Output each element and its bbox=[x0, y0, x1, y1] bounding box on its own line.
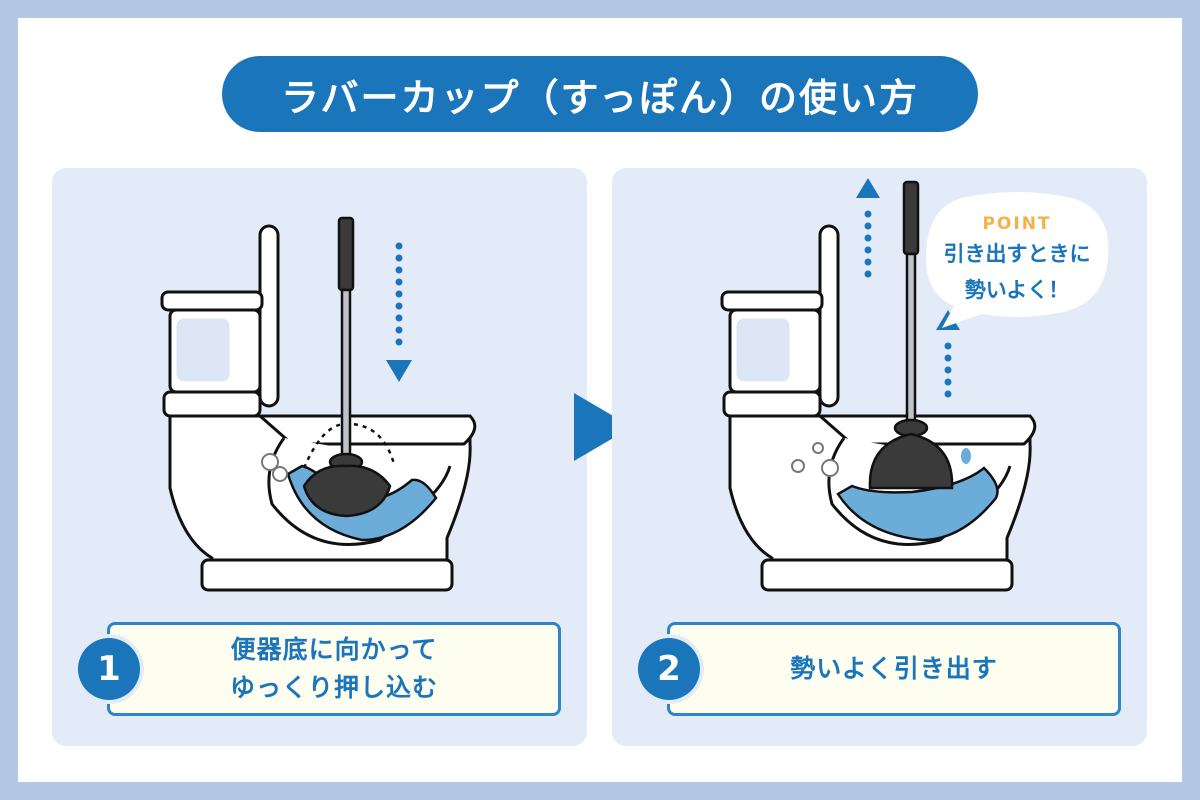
step-2-badge: 2 bbox=[638, 638, 700, 700]
step-1-caption-line2: ゆっくり押し込む bbox=[229, 673, 438, 702]
plunger-icon bbox=[868, 180, 954, 490]
page-title: ラバーカップ（すっぽん）の使い方 bbox=[222, 56, 978, 132]
point-line1: 引き出すときに bbox=[943, 242, 1091, 266]
debris-icon bbox=[261, 453, 288, 482]
debris-icon bbox=[791, 442, 839, 477]
water-shape bbox=[836, 466, 999, 542]
toilet-icon bbox=[160, 224, 477, 592]
step-1-illustration bbox=[160, 216, 477, 592]
press-motion-indicator bbox=[302, 422, 396, 469]
step-1-number: 1 bbox=[97, 649, 121, 689]
plunger-icon bbox=[302, 216, 392, 518]
step-2-caption: 勢いよく引き出す bbox=[667, 622, 1121, 716]
step-2-caption-line1: 勢いよく引き出す bbox=[790, 654, 998, 683]
step-2-illustration bbox=[720, 178, 1037, 592]
water-splash-icon bbox=[961, 448, 971, 464]
step-1-caption: 便器底に向かって ゆっくり押し込む bbox=[107, 622, 561, 716]
step-1-caption-line1: 便器底に向かって bbox=[230, 635, 438, 664]
step-2-panel: POINT 引き出すときに 勢いよく！ 勢いよく引き出す 2 bbox=[612, 168, 1147, 746]
page-title-text: ラバーカップ（すっぽん）の使い方 bbox=[280, 75, 920, 120]
step-1-badge: 1 bbox=[78, 638, 140, 700]
point-label: POINT bbox=[982, 214, 1052, 234]
push-down-arrow-icon bbox=[386, 242, 412, 382]
step-1-panel: 便器底に向かって ゆっくり押し込む 1 bbox=[52, 168, 587, 746]
step-2-number: 2 bbox=[657, 649, 681, 689]
point-line2: 勢いよく！ bbox=[964, 278, 1070, 302]
speech-bubble-icon bbox=[926, 192, 1109, 328]
point-callout: POINT 引き出すときに 勢いよく！ bbox=[922, 190, 1112, 330]
pull-up-arrow-icon bbox=[856, 178, 880, 278]
